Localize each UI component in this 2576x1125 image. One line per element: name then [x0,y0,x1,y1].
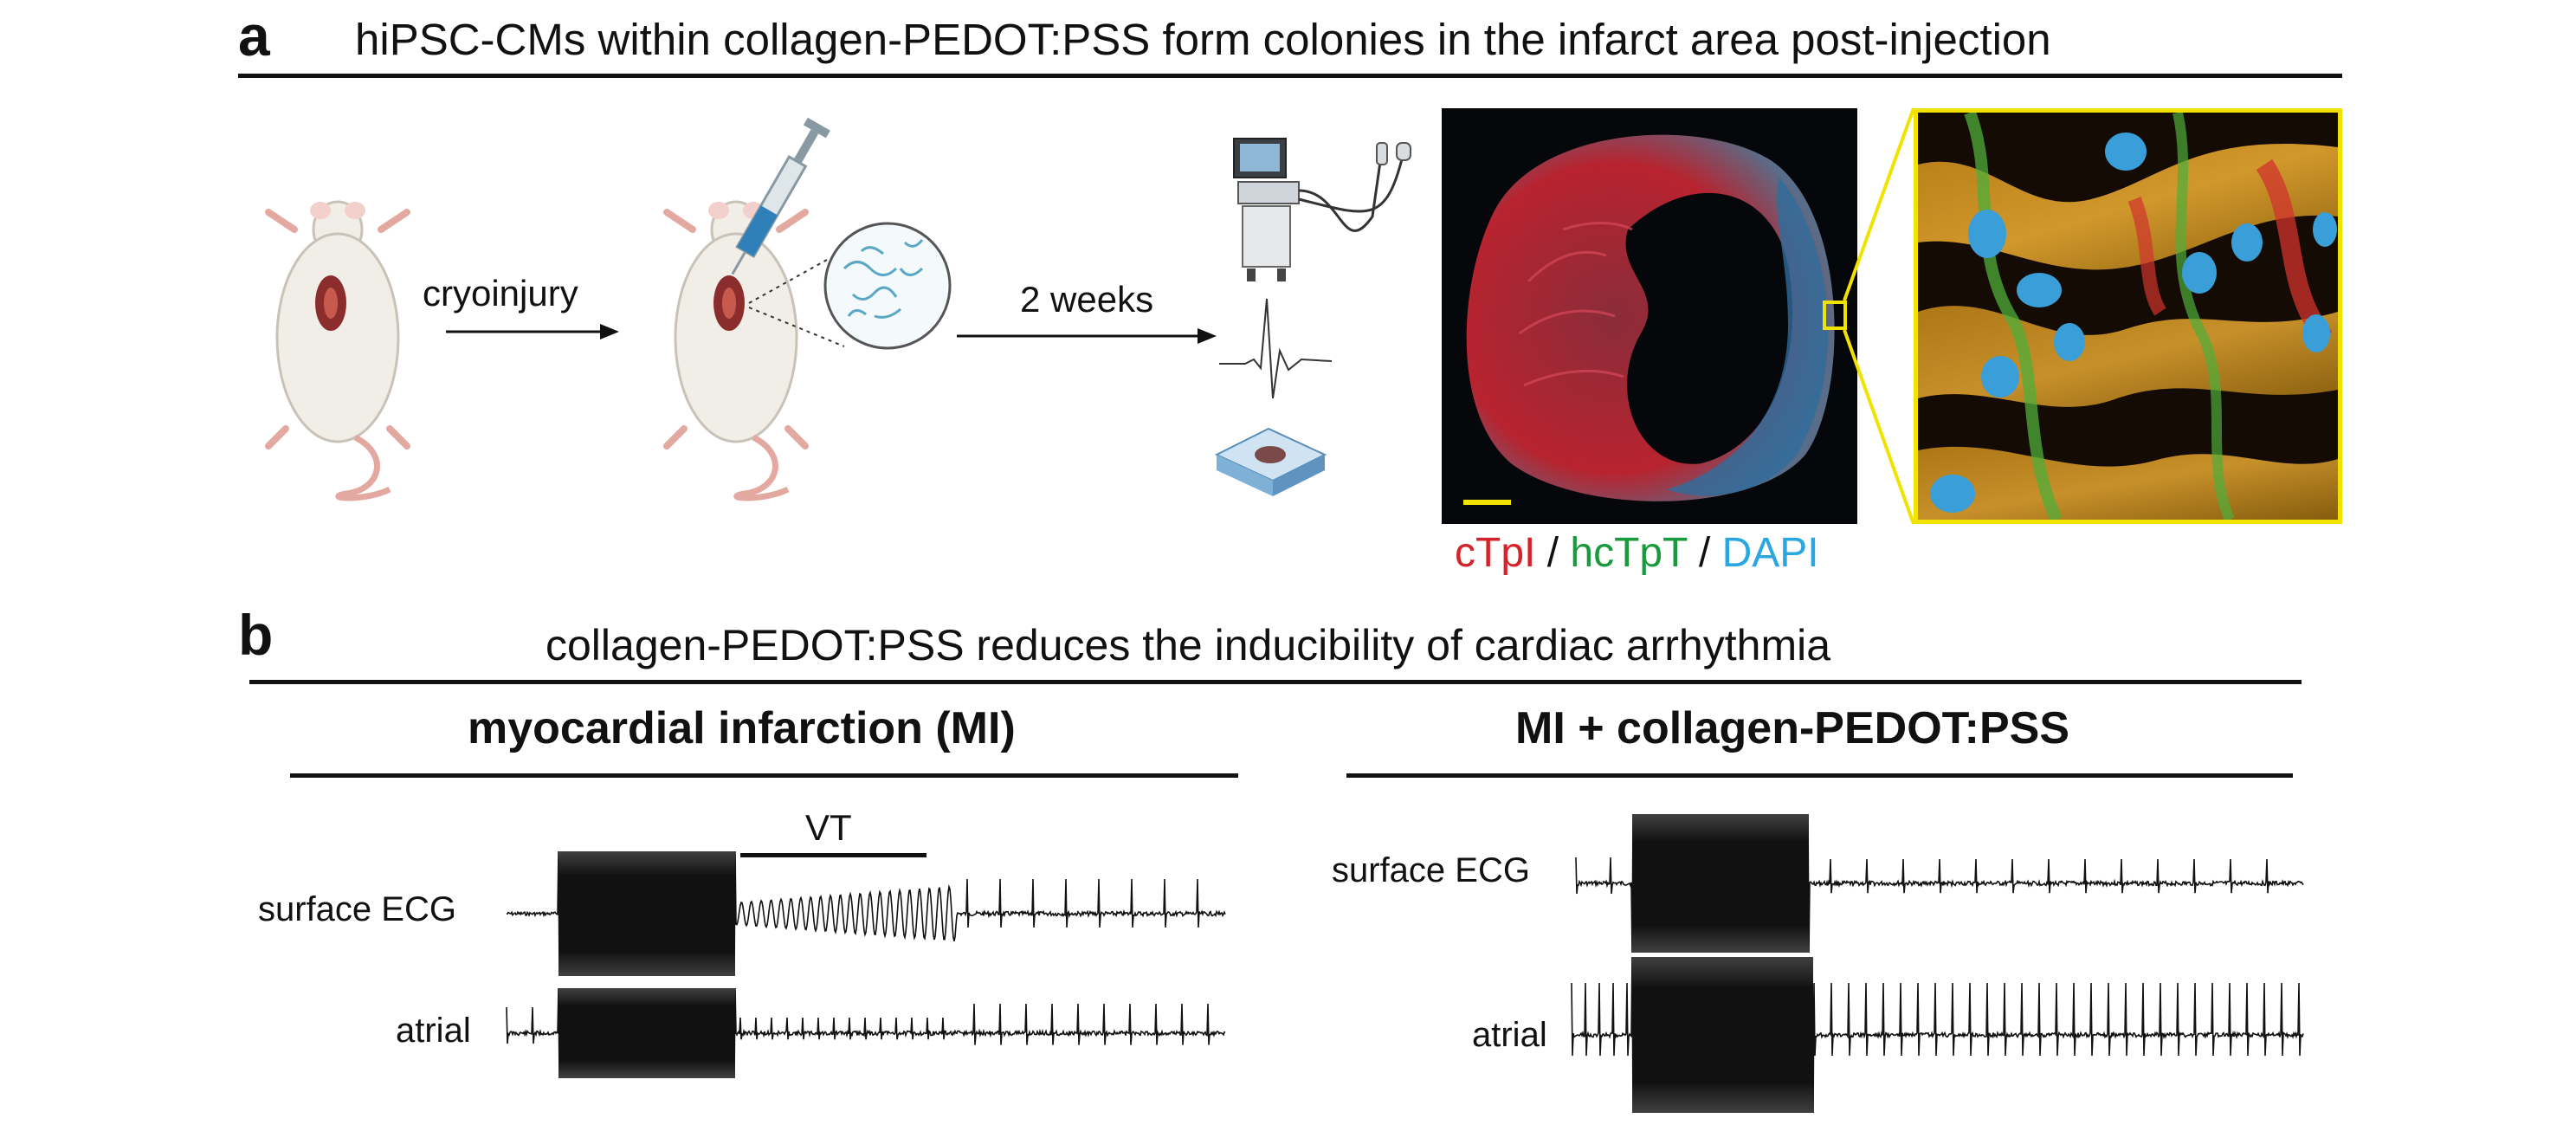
arrow-right-icon [957,328,1217,344]
right-condition-rule [1346,773,2293,778]
left-ecg-trace [506,850,1226,977]
ultrasound-machine-icon [1233,138,1411,281]
legend-separator: / [1535,530,1571,576]
vt-bar [740,853,926,857]
signal-line [1571,956,2304,1114]
ecg-waveform-icon [1219,298,1333,399]
heart-section-micrograph [1442,108,1857,524]
left-condition-rule [290,773,1238,778]
right-ecg-label: surface ECG [1332,851,1530,889]
left-ecg-label: surface ECG [258,890,456,928]
two-weeks-label: 2 weeks [1020,279,1154,320]
panel-b-letter: b [238,603,274,667]
panel-a-letter: a [238,3,270,68]
legend-hctpt: hcTpT [1570,530,1688,576]
legend-separator: / [1687,530,1722,576]
cryoinjury-label: cryoinjury [423,273,578,314]
inset-connector-lines [1843,107,1915,525]
signal-line [506,987,1226,1079]
stain-legend: cTpI / hcTpT / DAPI [1455,533,1819,574]
signal-line [506,850,1226,977]
left-atrial-trace [506,987,1226,1079]
right-ecg-trace [1575,813,2304,954]
panel-a-rule [238,74,2342,78]
right-atrial-label: atrial [1472,1016,1547,1054]
right-atrial-trace [1571,956,2304,1114]
right-condition-title: MI + collagen-PEDOT:PSS [1515,703,2070,753]
arrow-right-icon [446,324,619,339]
scale-bar [1463,500,1511,505]
histology-slide-icon [1214,427,1327,496]
panel-b-title: collagen-PEDOT:PSS reduces the inducibil… [546,621,1831,669]
vt-label: VT [805,807,852,848]
left-atrial-label: atrial [396,1012,471,1050]
mouse-injection-illustration [663,117,952,501]
left-condition-title: myocardial infarction (MI) [468,703,1016,753]
inset-micrograph [1914,108,2342,524]
mouse-illustration-1 [265,200,410,501]
signal-line [1575,813,2304,954]
panel-a-title: hiPSC-CMs within collagen-PEDOT:PSS form… [355,15,2051,64]
legend-dapi: DAPI [1721,530,1819,576]
legend-ctpi: cTpI [1455,530,1536,576]
panel-b-rule [249,680,2302,684]
inset-region-marker [1823,301,1847,330]
